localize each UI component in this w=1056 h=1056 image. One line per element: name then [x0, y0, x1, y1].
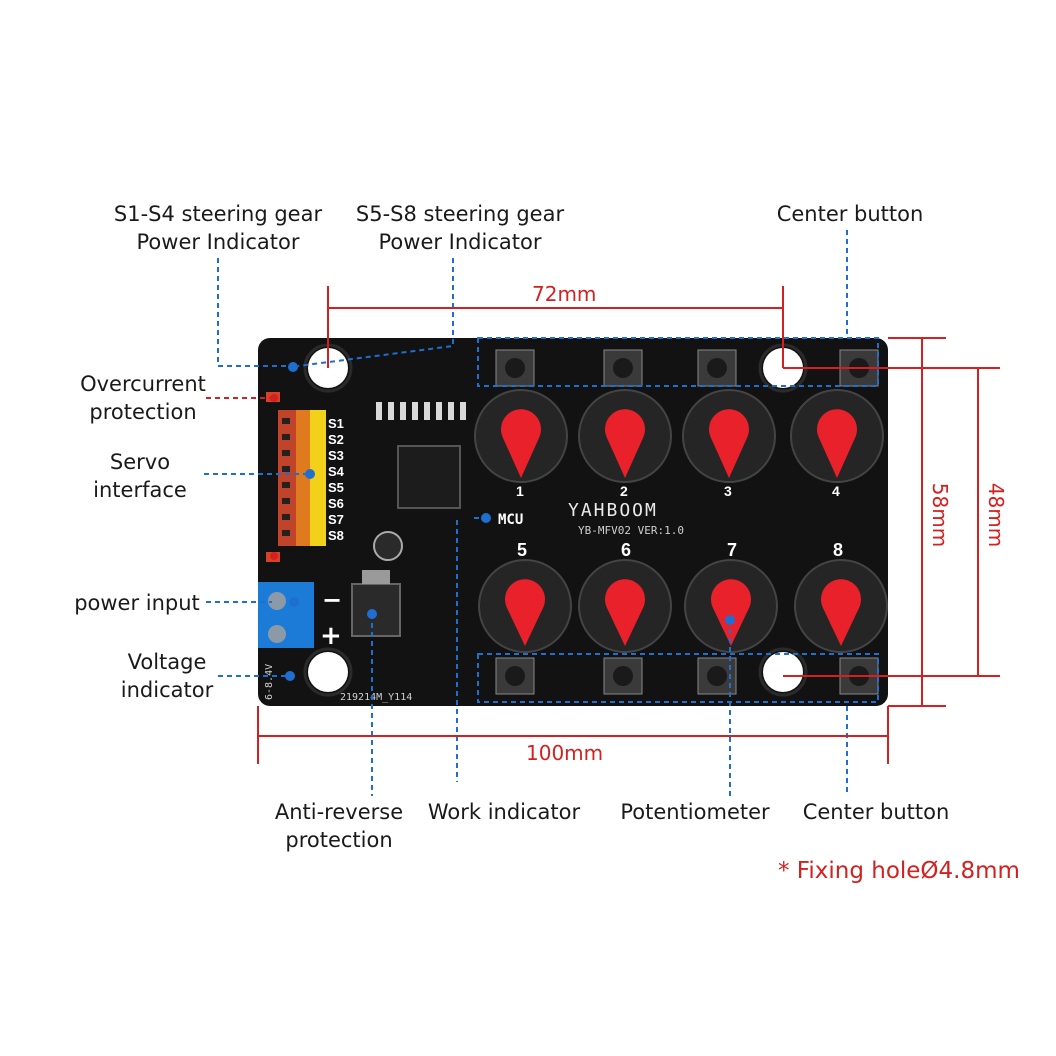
servo-port-label: S8: [328, 528, 344, 543]
knob-5: [478, 559, 572, 653]
mounting-holes: [303, 343, 808, 697]
label-overcurrent-line1: Overcurrent: [80, 372, 206, 396]
dim-72mm: 72mm: [532, 282, 597, 306]
board-mcu-label: MCU: [498, 512, 523, 528]
knob-number: 2: [620, 483, 628, 499]
board-plus: +: [320, 621, 342, 651]
dimension-lines: [257, 286, 1000, 764]
button-row-top: [495, 349, 879, 387]
smd-components: [376, 402, 466, 420]
knob-number: 5: [517, 540, 527, 560]
potentiometer-knobs: [474, 389, 888, 653]
board-minus: −: [322, 586, 342, 614]
dim-58mm: 58mm: [928, 482, 953, 548]
label-work-indicator: Work indicator: [427, 800, 581, 824]
label-s1-s4-line1: S1-S4 steering gear: [113, 202, 323, 226]
label-anti-reverse-line1: Anti-reverse: [274, 800, 404, 824]
knob-number: 3: [724, 483, 732, 499]
mounting-hole: [308, 652, 348, 692]
knob-7: [684, 559, 778, 653]
knob-number: 1: [516, 483, 524, 499]
label-s1-s4-line2: Power Indicator: [136, 230, 300, 254]
knob-8: [794, 559, 888, 653]
label-servo-interface: Servo interface: [80, 448, 200, 504]
label-servo-line1: Servo: [109, 450, 171, 474]
label-voltage-line2: indicator: [120, 678, 214, 702]
label-anti-reverse: Anti-reverse protection: [262, 798, 416, 854]
label-s1-s4-indicator: S1-S4 steering gear Power Indicator: [106, 200, 330, 256]
fixing-hole-note: * Fixing holeØ4.8mm: [778, 858, 1020, 884]
knob-number: 6: [621, 540, 631, 560]
label-overcurrent: Overcurrent protection: [66, 370, 220, 426]
board-model: YB-MFV02 VER:1.0: [578, 524, 684, 537]
label-voltage-indicator: Voltage indicator: [100, 648, 234, 704]
knob-1: [474, 389, 568, 483]
label-potentiometer: Potentiometer: [620, 800, 770, 824]
servo-port-label: S3: [328, 448, 344, 463]
button-box-bottom: [477, 653, 879, 703]
hole-marks: [270, 394, 278, 560]
label-overcurrent-line2: protection: [89, 400, 197, 424]
knob-4: [790, 389, 884, 483]
knob-6: [578, 559, 672, 653]
servo-port-label: S4: [328, 464, 345, 479]
servo-port-label: S1: [328, 416, 344, 431]
dim-100mm: 100mm: [526, 741, 604, 765]
knob-number: 7: [727, 540, 737, 560]
label-s5-s8-line2: Power Indicator: [378, 230, 542, 254]
servo-port-label: S2: [328, 432, 344, 447]
knob-3: [682, 389, 776, 483]
servo-port-label: S6: [328, 496, 344, 511]
board-voltage-text: 6-8.4V: [264, 664, 275, 700]
label-s5-s8-line1: S5-S8 steering gear: [355, 202, 565, 226]
knob-numbers: 1 2 3 4 5 6 7 8: [516, 483, 843, 560]
button-box-top: [477, 337, 879, 387]
servo-port-label: S7: [328, 512, 344, 527]
label-voltage-line1: Voltage: [127, 650, 207, 674]
label-center-button-bottom: Center button: [802, 800, 950, 824]
label-center-button-top: Center button: [776, 202, 924, 226]
indicator-dots: [285, 362, 735, 681]
knob-number: 4: [832, 483, 840, 499]
leader-lines: [204, 230, 848, 796]
power-terminal: [258, 582, 314, 648]
label-s5-s8-indicator: S5-S8 steering gear Power Indicator: [348, 200, 572, 256]
mounting-hole: [763, 652, 803, 692]
mcu-chip: [397, 445, 461, 509]
knob-2: [578, 389, 672, 483]
board-serial: 219214M_Y114: [340, 692, 412, 703]
servo-header: [278, 410, 326, 546]
label-anti-reverse-line2: protection: [285, 828, 393, 852]
label-servo-line2: interface: [93, 478, 187, 502]
servo-port-label: S5: [328, 480, 344, 495]
dim-48mm: 48mm: [984, 482, 1009, 548]
electrolytic-capacitor: [373, 531, 403, 561]
label-power-input: power input: [74, 591, 200, 615]
knob-number: 8: [833, 540, 843, 560]
board-brand: YAHBOOM: [568, 500, 658, 521]
regulator: [351, 583, 401, 637]
